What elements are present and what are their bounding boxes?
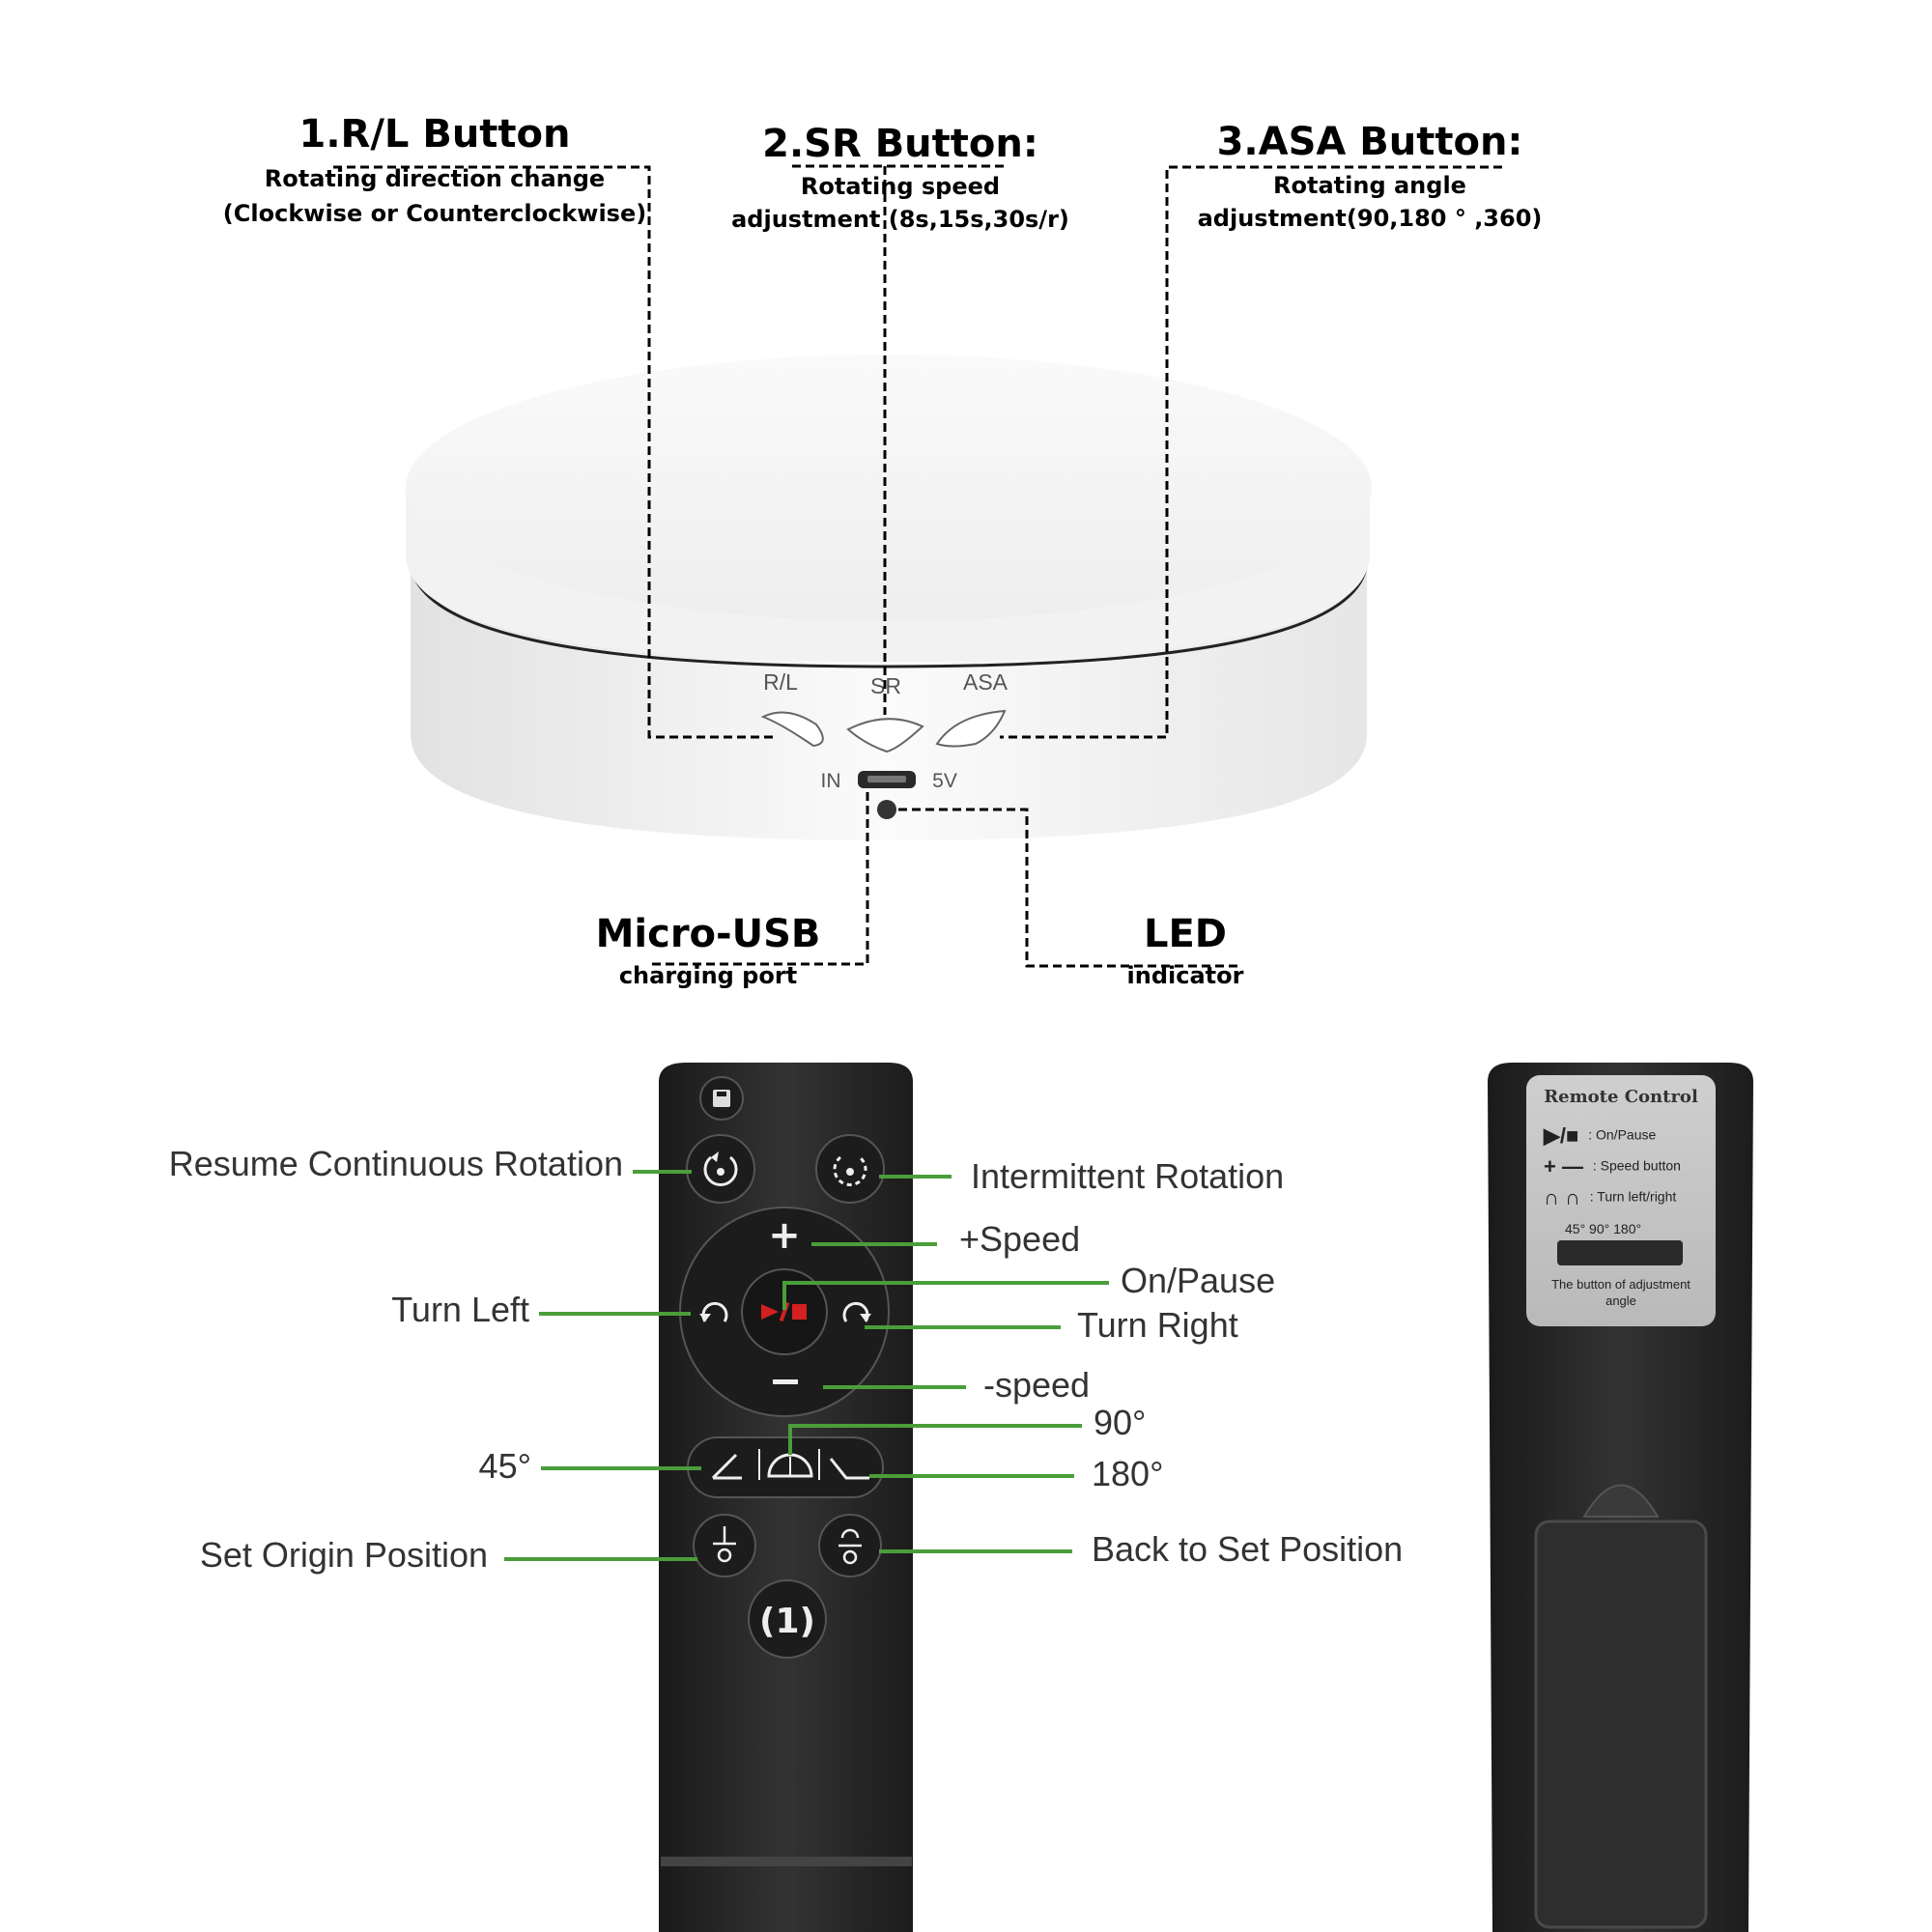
micro-usb-port-inner xyxy=(867,776,906,782)
back-to-set-icon xyxy=(838,1528,862,1565)
angle-45-icon[interactable] xyxy=(711,1453,742,1480)
remote-back-line-3-text: : Turn left/right xyxy=(1589,1188,1677,1205)
battery-cover xyxy=(1534,1520,1708,1929)
minus-icon[interactable] xyxy=(773,1379,798,1384)
asa-desc-line2: adjustment(90,180 ° ,360) xyxy=(1198,205,1543,232)
callout-lines xyxy=(333,164,1502,968)
remote-back-label-plate xyxy=(1526,1075,1716,1326)
label-turn-right: Turn Right xyxy=(1077,1305,1238,1345)
callout-rl xyxy=(333,165,773,739)
rl-title: 1.R/L Button xyxy=(298,112,570,156)
remote-back-line-2-text: : Speed button xyxy=(1592,1157,1681,1174)
leader-on-pause xyxy=(782,1281,1109,1310)
power-icon: (1) xyxy=(759,1602,815,1641)
label-90: 90° xyxy=(1094,1403,1146,1442)
plus-icon[interactable]: + xyxy=(768,1213,801,1258)
remote-back-line-2: + — : Speed button xyxy=(1544,1154,1681,1179)
asa-desc-line1: Rotating angle xyxy=(1273,172,1466,199)
angle-button-bar xyxy=(687,1436,884,1498)
rotate-continuous-icon xyxy=(703,1155,738,1186)
leader-90 xyxy=(788,1424,1082,1455)
label-minus-speed: -speed xyxy=(983,1365,1090,1405)
rl-desc-line2: (Clockwise or Counterclockwise) xyxy=(223,200,646,227)
remote-bottom-strip xyxy=(661,1857,912,1866)
remote-back-note: The button of adjustment angle xyxy=(1551,1277,1690,1308)
label-180: 180° xyxy=(1092,1454,1163,1493)
remote-back-line-3: ∩ ∩ : Turn left/right xyxy=(1544,1185,1676,1210)
label-plus-speed: +Speed xyxy=(959,1219,1080,1259)
rl-desc-line1: Rotating direction change xyxy=(265,165,605,192)
power-button[interactable] xyxy=(748,1579,827,1659)
led-indicator xyxy=(877,800,896,819)
device-label-in: IN xyxy=(821,770,841,792)
remote-back-line-2-glyph: + — xyxy=(1544,1154,1583,1179)
usb-desc: charging port xyxy=(619,962,797,989)
remote-back-line-1-text: : On/Pause xyxy=(1588,1126,1657,1143)
remote-labels: Resume Continuous Rotation Intermittent … xyxy=(169,1144,1403,1575)
label-45: 45° xyxy=(479,1446,531,1486)
remote-leader-lines xyxy=(504,1170,1109,1561)
led-desc: indicator xyxy=(1127,962,1244,989)
label-back-to-set: Back to Set Position xyxy=(1092,1529,1403,1569)
rotate-intermittent-icon xyxy=(833,1155,867,1186)
device-label-asa: ASA xyxy=(963,669,1009,695)
remote-back-angle-strip xyxy=(1557,1240,1683,1265)
asa-title: 3.ASA Button: xyxy=(1217,120,1523,164)
callout-usb xyxy=(652,792,869,966)
turntable-seam xyxy=(409,559,1369,668)
callout-led xyxy=(898,808,1241,968)
label-turn-left: Turn Left xyxy=(391,1290,529,1329)
angle-180-icon[interactable] xyxy=(829,1458,869,1480)
sr-desc-line2: adjustment (8s,15s,30s/r) xyxy=(731,206,1069,233)
label-on-pause: On/Pause xyxy=(1121,1261,1275,1300)
remote-back-line-1-glyph: ▶/■ xyxy=(1544,1123,1579,1148)
set-origin-icon xyxy=(713,1526,736,1563)
asa-button[interactable] xyxy=(935,709,1007,748)
battery-latch xyxy=(1582,1484,1660,1518)
play-pause-icon xyxy=(761,1304,779,1320)
turntable-labels: 1.R/L Button Rotating direction change (… xyxy=(223,112,1543,989)
sr-desc-line1: Rotating speed xyxy=(801,173,1000,200)
remote-back-angles: 45° 90° 180° xyxy=(1565,1221,1642,1236)
remote-front: + (1) xyxy=(659,1063,913,1932)
remote-back-title: Remote Control xyxy=(1544,1087,1698,1107)
label-intermittent: Intermittent Rotation xyxy=(971,1156,1284,1196)
remote-back-line-1: ▶/■ : On/Pause xyxy=(1544,1123,1656,1149)
set-origin-button[interactable] xyxy=(693,1514,756,1577)
callout-asa xyxy=(1000,165,1502,739)
usb-title: Micro-USB xyxy=(596,912,821,956)
sr-button[interactable] xyxy=(846,718,924,753)
device-label-rl: R/L xyxy=(763,669,798,695)
label-set-origin: Set Origin Position xyxy=(200,1535,488,1575)
turntable-top-surface xyxy=(406,355,1372,621)
angle-90-icon[interactable] xyxy=(767,1453,813,1478)
led-title: LED xyxy=(1144,912,1227,956)
rl-button[interactable] xyxy=(760,711,824,748)
device-label-5v: 5V xyxy=(932,770,957,792)
turntable: R/L SR ASA IN 5V xyxy=(406,355,1372,840)
label-resume: Resume Continuous Rotation xyxy=(169,1144,623,1183)
sr-title: 2.SR Button: xyxy=(762,122,1038,166)
remote-back-line-3-glyph: ∩ ∩ xyxy=(1544,1185,1580,1209)
